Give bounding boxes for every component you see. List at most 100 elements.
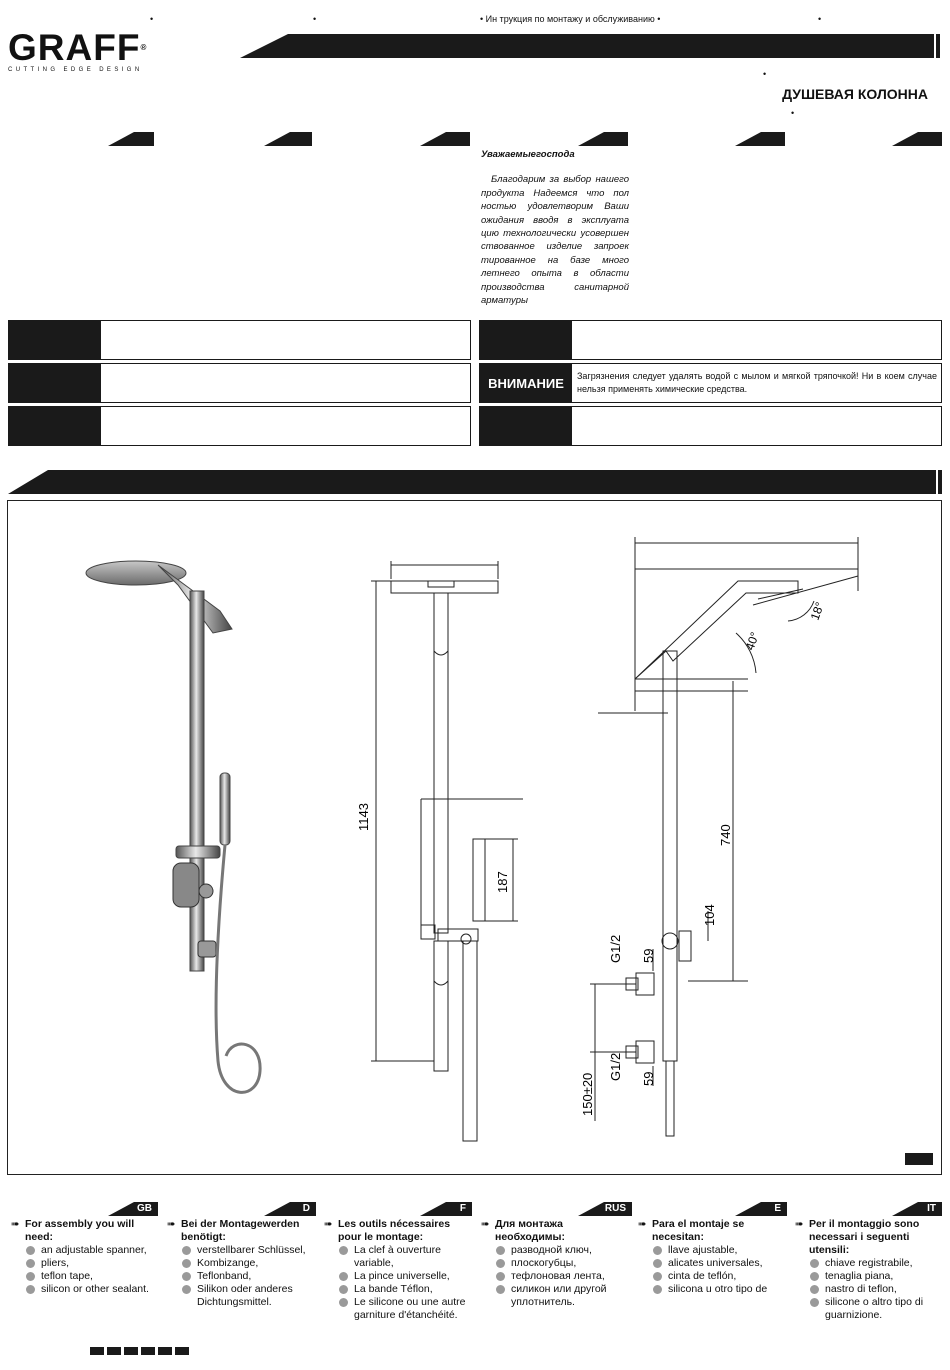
tools-heading: Les outils nécessaires pour le montage: — [324, 1218, 476, 1244]
header-bar — [240, 34, 934, 58]
instruction-title: • Ин трукция по монтажу и обслуживанию • — [480, 14, 661, 24]
list-item: chiave registrabile, — [795, 1257, 947, 1270]
tab-gb: GB — [108, 1202, 158, 1216]
list-item: silicona u otro tipo de — [638, 1283, 790, 1296]
dim-spacing-lower: 59 — [641, 1072, 656, 1086]
technical-diagram: 1143 187 40° 18° 740 104 G1/2 59 G1/2 59… — [7, 500, 942, 1175]
list-item: La clef à ouverture variable, — [324, 1244, 476, 1270]
attention-label: ВНИМАНИЕ — [480, 364, 572, 402]
list-item: Silikon oder anderes Dichtungsmittel. — [167, 1283, 319, 1309]
intro-text: Уважаемыегосподa Благодарим за выбор наш… — [481, 148, 629, 307]
dim-inlet-spacing: 150±20 — [580, 1073, 595, 1116]
lang-tab — [420, 132, 470, 146]
footer-square — [124, 1347, 138, 1355]
product-title: ДУШЕВАЯ КОЛОННА — [782, 86, 928, 102]
list-item: плоскогубцы, — [481, 1257, 633, 1270]
tools-heading: Para el montaje se necesitan: — [638, 1218, 790, 1244]
list-item: pliers, — [11, 1257, 163, 1270]
list-item: разводной ключ, — [481, 1244, 633, 1257]
list-item: alicates universales, — [638, 1257, 790, 1270]
tab-it: IT — [892, 1202, 942, 1216]
care-box-text — [572, 407, 941, 445]
section-bar-end — [938, 470, 942, 494]
side-view — [590, 537, 859, 1137]
section-bar — [8, 470, 936, 494]
brand-name: GRAFF — [8, 27, 141, 68]
tab-es: E — [735, 1202, 787, 1216]
footer-square — [175, 1347, 189, 1355]
tools-heading: Per il montaggio sono necessari i seguen… — [795, 1218, 947, 1257]
list-item: silicone o altro tipo di guarnizione. — [795, 1296, 947, 1322]
dim-offset: 104 — [702, 904, 717, 926]
list-item: cinta de teflón, — [638, 1270, 790, 1283]
list-item: verstellbarer Schlüssel, — [167, 1244, 319, 1257]
brand-tagline: CUTTING EDGE DESIGN — [8, 67, 143, 73]
footer-square — [158, 1347, 172, 1355]
lang-tab — [578, 132, 628, 146]
tools-heading: Bei der Montagewerden benötigt: — [167, 1218, 319, 1244]
footer-square — [141, 1347, 155, 1355]
care-box-text — [572, 321, 941, 359]
dim-riser: 740 — [718, 824, 733, 846]
title-bullet: • — [791, 108, 795, 118]
tab-ru: RUS — [578, 1202, 632, 1216]
list-item: La bande Téflon, — [324, 1283, 476, 1296]
list-item: Teflonband, — [167, 1270, 319, 1283]
tab-fr: F — [420, 1202, 472, 1216]
care-box — [8, 363, 471, 403]
header-bullet: • — [818, 14, 822, 24]
tools-es: Para el montaje se necesitan: llave ajus… — [638, 1218, 790, 1296]
dim-handshower: 187 — [495, 871, 510, 893]
list-item: La pince universelle, — [324, 1270, 476, 1283]
list-item: an adjustable spanner, — [11, 1244, 163, 1257]
tools-heading: Для монтажа необходимы: — [481, 1218, 633, 1244]
header-bullet: • — [150, 14, 154, 24]
title-bullet: • — [763, 69, 767, 79]
list-item: Le silicone ou une autre garniture d'éta… — [324, 1296, 476, 1322]
care-box-label — [9, 364, 101, 402]
tools-gb: For assembly you will need: an adjustabl… — [11, 1218, 163, 1296]
list-item: тефлоновая лента, — [481, 1270, 633, 1283]
lang-tab — [892, 132, 942, 146]
care-box-label — [480, 407, 572, 445]
dim-thread-lower: G1/2 — [608, 1053, 623, 1081]
front-view — [371, 561, 523, 1142]
dim-thread-upper: G1/2 — [608, 935, 623, 963]
footer-square — [107, 1347, 121, 1355]
lang-tab — [735, 132, 785, 146]
header-bar-end — [936, 34, 940, 58]
care-box — [8, 406, 471, 446]
list-item: llave ajustable, — [638, 1244, 790, 1257]
tools-fr: Les outils nécessaires pour le montage: … — [324, 1218, 476, 1322]
care-box-text — [101, 407, 470, 445]
dim-angle-arm: 40° — [743, 630, 762, 652]
lang-tab — [108, 132, 154, 146]
page-marker — [905, 1153, 933, 1165]
list-item: Kombizange, — [167, 1257, 319, 1270]
list-item: силикон или другой уплотнитель. — [481, 1283, 633, 1309]
care-box-text — [101, 321, 470, 359]
intro-greeting: Уважаемыегосподa — [481, 149, 575, 160]
registered-mark: ® — [140, 43, 148, 52]
list-item: tenaglia piana, — [795, 1270, 947, 1283]
attention-box: ВНИМАНИЕ Загрязнения следует удалять вод… — [479, 363, 942, 403]
care-box-label — [480, 321, 572, 359]
header-bullet: • — [313, 14, 317, 24]
care-box-label — [9, 321, 101, 359]
tab-de: D — [264, 1202, 316, 1216]
dim-height-total: 1143 — [356, 803, 371, 831]
care-box — [479, 320, 942, 360]
lang-tab — [264, 132, 312, 146]
care-box-label — [9, 407, 101, 445]
tools-heading: For assembly you will need: — [11, 1218, 163, 1244]
attention-text: Загрязнения следует удалять водой с мыло… — [577, 371, 937, 394]
dim-angle-head: 18° — [808, 600, 827, 622]
diagram-svg: 1143 187 40° 18° 740 104 G1/2 59 G1/2 59… — [85, 537, 933, 1165]
care-box — [479, 406, 942, 446]
tools-ru: Для монтажа необходимы: разводной ключ,п… — [481, 1218, 633, 1309]
product-render — [85, 560, 262, 1094]
intro-body: Благодарим за выбор нашего продукта Наде… — [481, 174, 629, 307]
footer-square — [90, 1347, 104, 1355]
dim-spacing-upper: 59 — [641, 949, 656, 963]
brand-logo: GRAFF® CUTTING EDGE DESIGN — [8, 27, 188, 76]
